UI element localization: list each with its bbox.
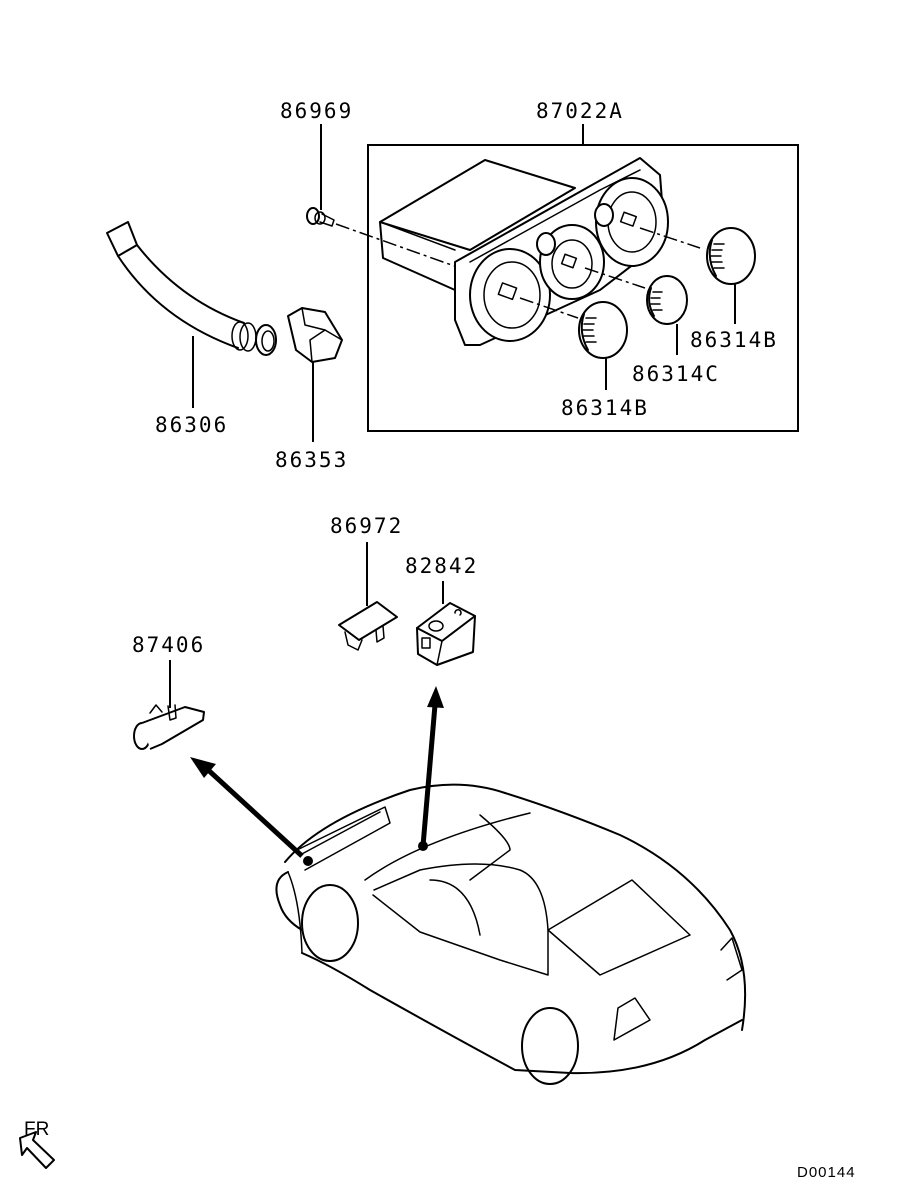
callout-86306[interactable]: 86306 <box>155 413 228 437</box>
callout-86969[interactable]: 86969 <box>280 99 353 123</box>
aspirator-hose-86306 <box>106 221 277 356</box>
pointer-arrow-sensor <box>190 757 304 858</box>
callout-87406[interactable]: 87406 <box>132 633 205 657</box>
knob-axis-left <box>519 297 579 319</box>
callout-86353[interactable]: 86353 <box>275 448 348 472</box>
drawing-code: D00144 <box>797 1164 856 1181</box>
callout-87022A[interactable]: 87022A <box>536 99 624 123</box>
knob-86314B-left <box>578 301 628 359</box>
location-dot-sensor <box>303 856 313 866</box>
callout-86314C[interactable]: 86314C <box>632 362 720 386</box>
vehicle-outline <box>275 783 747 1085</box>
knob-axis-right <box>639 227 701 249</box>
front-direction-arrow-icon <box>19 1131 55 1169</box>
callout-86314B-right[interactable]: 86314B <box>690 328 778 352</box>
knob-86314C-center <box>646 275 688 325</box>
callout-82842[interactable]: 82842 <box>405 554 478 578</box>
screw-86969 <box>306 207 335 227</box>
aspirator-clip-86353 <box>287 307 343 363</box>
callout-86314B-left[interactable]: 86314B <box>561 396 649 420</box>
sensor-87406 <box>133 704 205 750</box>
switch-82842 <box>416 602 476 666</box>
cover-plug-86972 <box>338 601 398 651</box>
screw-axis-line <box>335 223 461 269</box>
pointer-arrow-switch <box>420 686 444 847</box>
callout-86972[interactable]: 86972 <box>330 514 403 538</box>
knob-86314B-right <box>706 227 756 285</box>
heater-control-unit <box>379 157 669 346</box>
knob-axis-center <box>584 267 646 289</box>
